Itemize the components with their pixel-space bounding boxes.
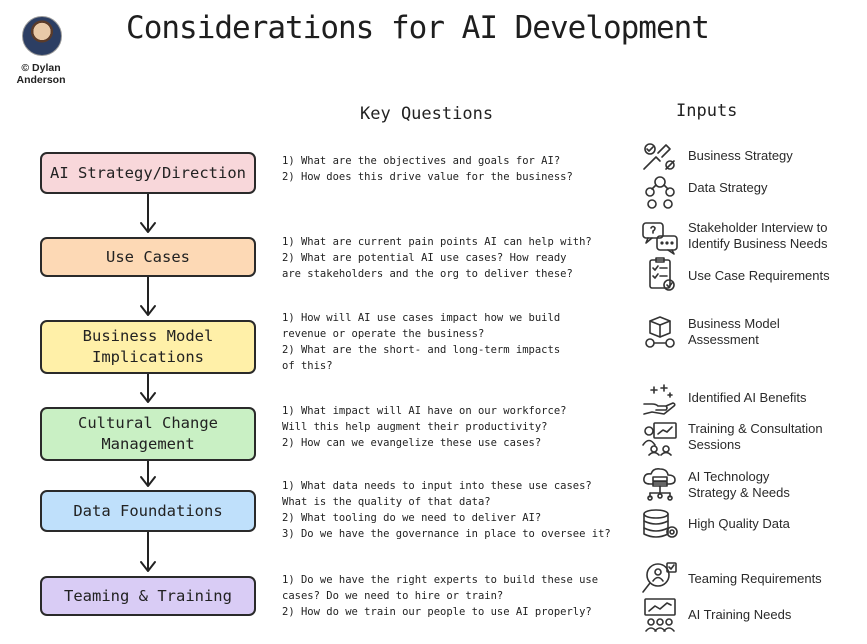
input-identified-ai-benefits: Identified AI Benefits <box>688 390 807 405</box>
author-avatar <box>22 16 62 56</box>
stage-box-use-cases: Use Cases <box>40 237 256 277</box>
chat-bubbles-icon <box>642 222 678 255</box>
search-people-icon <box>642 562 677 593</box>
hand-sparkle-icon <box>643 384 676 415</box>
questions-business-model: 1) How will AI use cases impact how we b… <box>282 312 561 372</box>
page-title: Considerations for AI Development <box>126 10 710 46</box>
arrow-4 <box>140 460 156 487</box>
inputs-header: Inputs <box>676 101 738 121</box>
stage-box-data-foundations: Data Foundations <box>40 490 256 532</box>
stage-label: Business Model Implications <box>82 327 214 366</box>
questions-ai-strategy: 1) What are the objectives and goals for… <box>282 155 573 183</box>
questions-use-cases: 1) What are current pain points AI can h… <box>282 236 592 280</box>
chart-people-icon <box>644 598 676 632</box>
stage-label: Cultural Change Management <box>78 414 218 453</box>
stage-label: Data Foundations <box>73 501 223 520</box>
input-high-quality-data: High Quality Data <box>688 516 790 531</box>
stage-box-teaming-training: Teaming & Training <box>40 576 256 616</box>
input-ai-technology: AI Technology Strategy & Needs <box>688 469 790 500</box>
presentation-icon <box>642 422 677 456</box>
input-stakeholder-interview: Stakeholder Interview to Identify Busine… <box>688 220 828 251</box>
arrow-2 <box>140 276 156 316</box>
stage-box-cultural-change: Cultural Change Management <box>40 407 256 461</box>
business-model-icon <box>645 316 675 348</box>
stage-box-ai-strategy: AI Strategy/Direction <box>40 152 256 194</box>
input-ai-training-needs: AI Training Needs <box>688 607 792 622</box>
cloud-server-icon <box>643 468 676 501</box>
input-business-strategy: Business Strategy <box>688 148 793 163</box>
input-data-strategy: Data Strategy <box>688 180 768 195</box>
arrow-5 <box>140 531 156 572</box>
stage-label: Teaming & Training <box>64 586 232 605</box>
data-strategy-icon <box>645 176 675 209</box>
author-credit: © Dylan Anderson <box>16 62 66 86</box>
arrow-3 <box>140 373 156 403</box>
arrow-1 <box>140 193 156 233</box>
strategy-icon <box>643 143 675 170</box>
database-gear-icon <box>643 509 678 538</box>
input-business-model-assessment: Business Model Assessment <box>688 316 780 347</box>
stage-label: AI Strategy/Direction <box>50 163 246 182</box>
input-use-case-requirements: Use Case Requirements <box>688 268 830 283</box>
questions-data-foundations: 1) What data needs to input into these u… <box>282 480 611 540</box>
questions-teaming-training: 1) Do we have the right experts to build… <box>282 574 599 618</box>
stage-label: Use Cases <box>106 247 190 266</box>
stage-box-business-model: Business Model Implications <box>40 320 256 374</box>
checklist-icon <box>649 257 675 291</box>
key-questions-header: Key Questions <box>360 104 494 124</box>
input-training-consultation: Training & Consultation Sessions <box>688 421 823 452</box>
questions-cultural-change: 1) What impact will AI have on our workf… <box>282 405 567 449</box>
input-teaming-requirements: Teaming Requirements <box>688 571 822 586</box>
